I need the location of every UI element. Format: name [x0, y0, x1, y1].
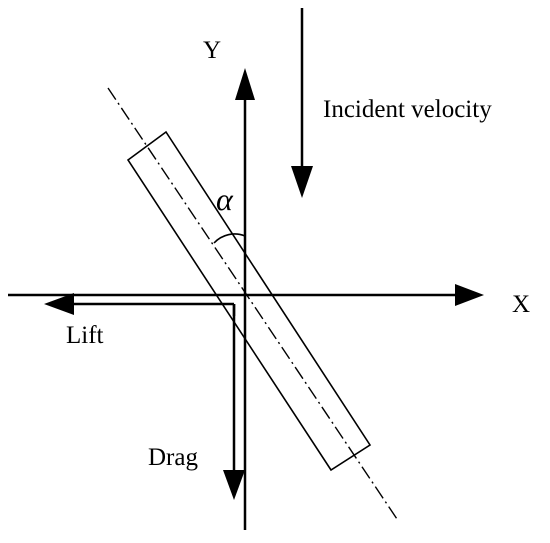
drag-label: Drag — [148, 444, 198, 471]
incident-velocity-arrowhead — [291, 166, 313, 198]
y-axis: Y — [203, 37, 255, 530]
angle-alpha-label: α — [216, 181, 234, 217]
cylinder-centerline — [107, 87, 398, 520]
cylinder-outline — [126, 130, 372, 472]
y-axis-arrowhead — [235, 68, 255, 100]
y-axis-label: Y — [203, 37, 221, 64]
lift-label: Lift — [66, 322, 104, 349]
incident-velocity: Incident velocity — [291, 8, 492, 198]
inclined-cylinder — [107, 87, 398, 520]
x-axis-arrowhead — [455, 284, 484, 306]
lift-arrowhead — [44, 293, 74, 315]
angle-alpha: α — [213, 181, 246, 244]
x-axis: X — [8, 284, 530, 318]
lift-force: Lift — [44, 293, 236, 349]
x-axis-label: X — [512, 291, 530, 318]
angle-alpha-arc — [213, 233, 246, 244]
drag-force: Drag — [148, 304, 245, 500]
drag-arrowhead — [223, 470, 245, 500]
incident-velocity-label: Incident velocity — [323, 96, 492, 123]
